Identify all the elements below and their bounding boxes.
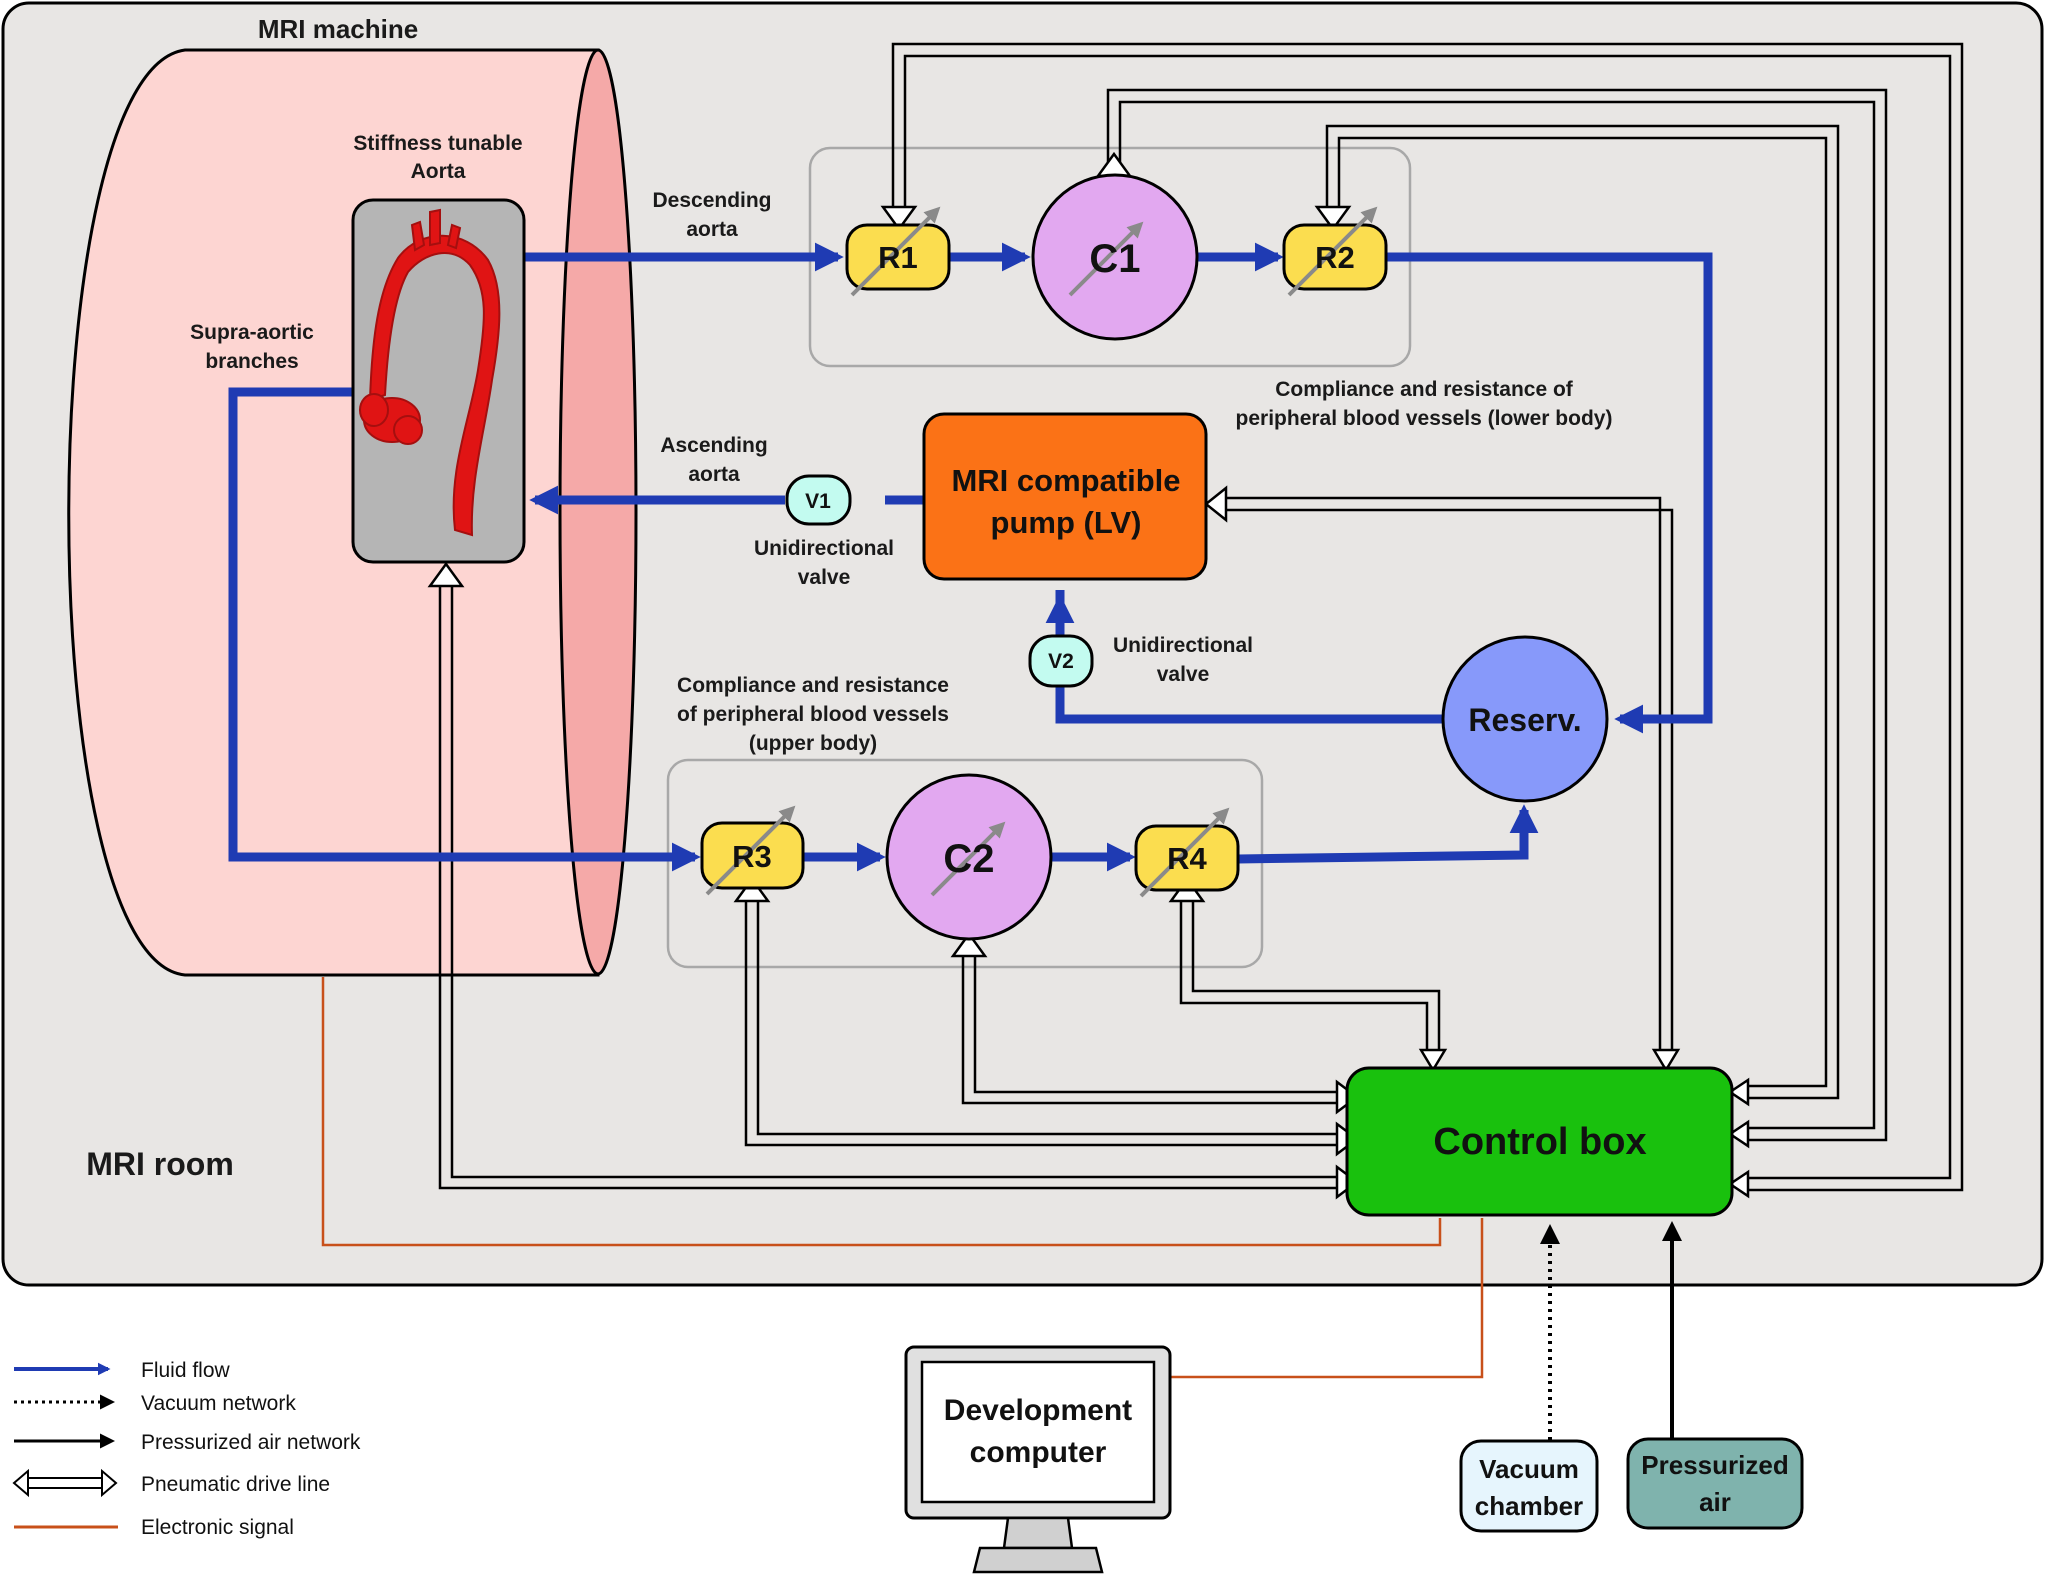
resistor-r4[interactable]: R4 — [1134, 807, 1240, 898]
aorta-title-line2: Aorta — [411, 160, 466, 183]
legend-vacuum-label: Vacuum network — [141, 1392, 296, 1415]
control-box[interactable]: Control box — [1345, 1066, 1734, 1217]
pressurized-label-line1: Pressurized — [1641, 1450, 1788, 1480]
upper-body-group — [666, 758, 1264, 969]
vacuum-chamber[interactable]: Vacuum chamber — [1459, 1439, 1599, 1533]
diagram-labels: MRI machine MRI room Stiffness tunable A… — [86, 14, 1612, 1182]
legend-fluid-label: Fluid flow — [141, 1359, 231, 1382]
capacitor-c2[interactable]: C2 — [885, 773, 1053, 941]
v2-label: V2 — [1048, 650, 1074, 673]
lower-body-label-line2: peripheral blood vessels (lower body) — [1236, 407, 1613, 430]
mri-compatible-pump[interactable]: MRI compatible pump (LV) — [922, 412, 1208, 581]
r3-label: R3 — [732, 839, 772, 874]
fluid-flow-lines — [228, 242, 1713, 872]
resistor-r1[interactable]: R1 — [845, 206, 951, 297]
pump-label-line1: MRI compatible — [951, 463, 1180, 498]
dev-computer-label-line1: Development — [944, 1394, 1132, 1427]
aorta-title-line1: Stiffness tunable — [353, 132, 522, 155]
valve2-label-line1: Unidirectional — [1113, 634, 1253, 657]
v1-label: V1 — [805, 490, 831, 513]
valve-v2[interactable]: V2 — [1028, 634, 1094, 688]
valve1-label-line2: valve — [798, 566, 851, 589]
aorta-model — [351, 198, 526, 564]
upper-body-label-line3: (upper body) — [749, 732, 877, 755]
r2-label: R2 — [1315, 240, 1355, 275]
c1-label: C1 — [1089, 237, 1140, 281]
resistor-r2[interactable]: R2 — [1282, 206, 1388, 297]
upper-body-label-line1: Compliance and resistance — [677, 674, 949, 697]
pressurized-label-line2: air — [1699, 1487, 1731, 1517]
valve2-label-line2: valve — [1157, 663, 1210, 686]
upper-body-label-line2: of peripheral blood vessels — [677, 703, 949, 726]
r1-label: R1 — [878, 240, 918, 275]
resistor-r3[interactable]: R3 — [700, 805, 805, 896]
reservoir-label: Reserv. — [1468, 702, 1581, 738]
valve-v1[interactable]: V1 — [785, 474, 852, 526]
reservoir[interactable]: Reserv. — [1441, 635, 1609, 803]
legend-pneumatic-swatch — [12, 1468, 118, 1498]
r4-label: R4 — [1167, 841, 1207, 876]
valve1-label-line1: Unidirectional — [754, 537, 894, 560]
descending-aorta-line2: aorta — [686, 218, 738, 241]
descending-aorta-line1: Descending — [652, 189, 771, 212]
pneumatic-drive-lines — [438, 42, 1964, 1192]
legend: Fluid flow Vacuum network Pressurized ai… — [12, 1359, 361, 1539]
control-box-label: Control box — [1433, 1121, 1646, 1163]
capacitor-c1[interactable]: C1 — [1031, 173, 1199, 341]
legend-electronic-label: Electronic signal — [141, 1516, 294, 1539]
vacuum-label-line2: chamber — [1475, 1491, 1583, 1521]
mri-machine-label: MRI machine — [258, 14, 418, 44]
aorta-image — [359, 208, 501, 537]
vacuum-label-line1: Vacuum — [1479, 1454, 1579, 1484]
ascending-aorta-line1: Ascending — [660, 434, 767, 457]
dev-computer-label-line2: computer — [970, 1436, 1107, 1469]
pressurized-air-source[interactable]: Pressurized air — [1626, 1437, 1804, 1530]
pump-label-line2: pump (LV) — [991, 505, 1142, 540]
c2-label: C2 — [943, 837, 994, 881]
supra-aortic-line2: branches — [205, 350, 298, 373]
legend-pneumatic-label: Pneumatic drive line — [141, 1473, 330, 1496]
supra-aortic-line1: Supra-aortic — [190, 321, 314, 344]
legend-pressurized-label: Pressurized air network — [141, 1431, 361, 1454]
electronic-signal-lines — [321, 977, 1484, 1379]
development-computer[interactable]: Development computer — [904, 1345, 1172, 1574]
lower-body-label-line1: Compliance and resistance of — [1275, 378, 1574, 401]
mri-room-label: MRI room — [86, 1146, 234, 1182]
ascending-aorta-line2: aorta — [688, 463, 740, 486]
